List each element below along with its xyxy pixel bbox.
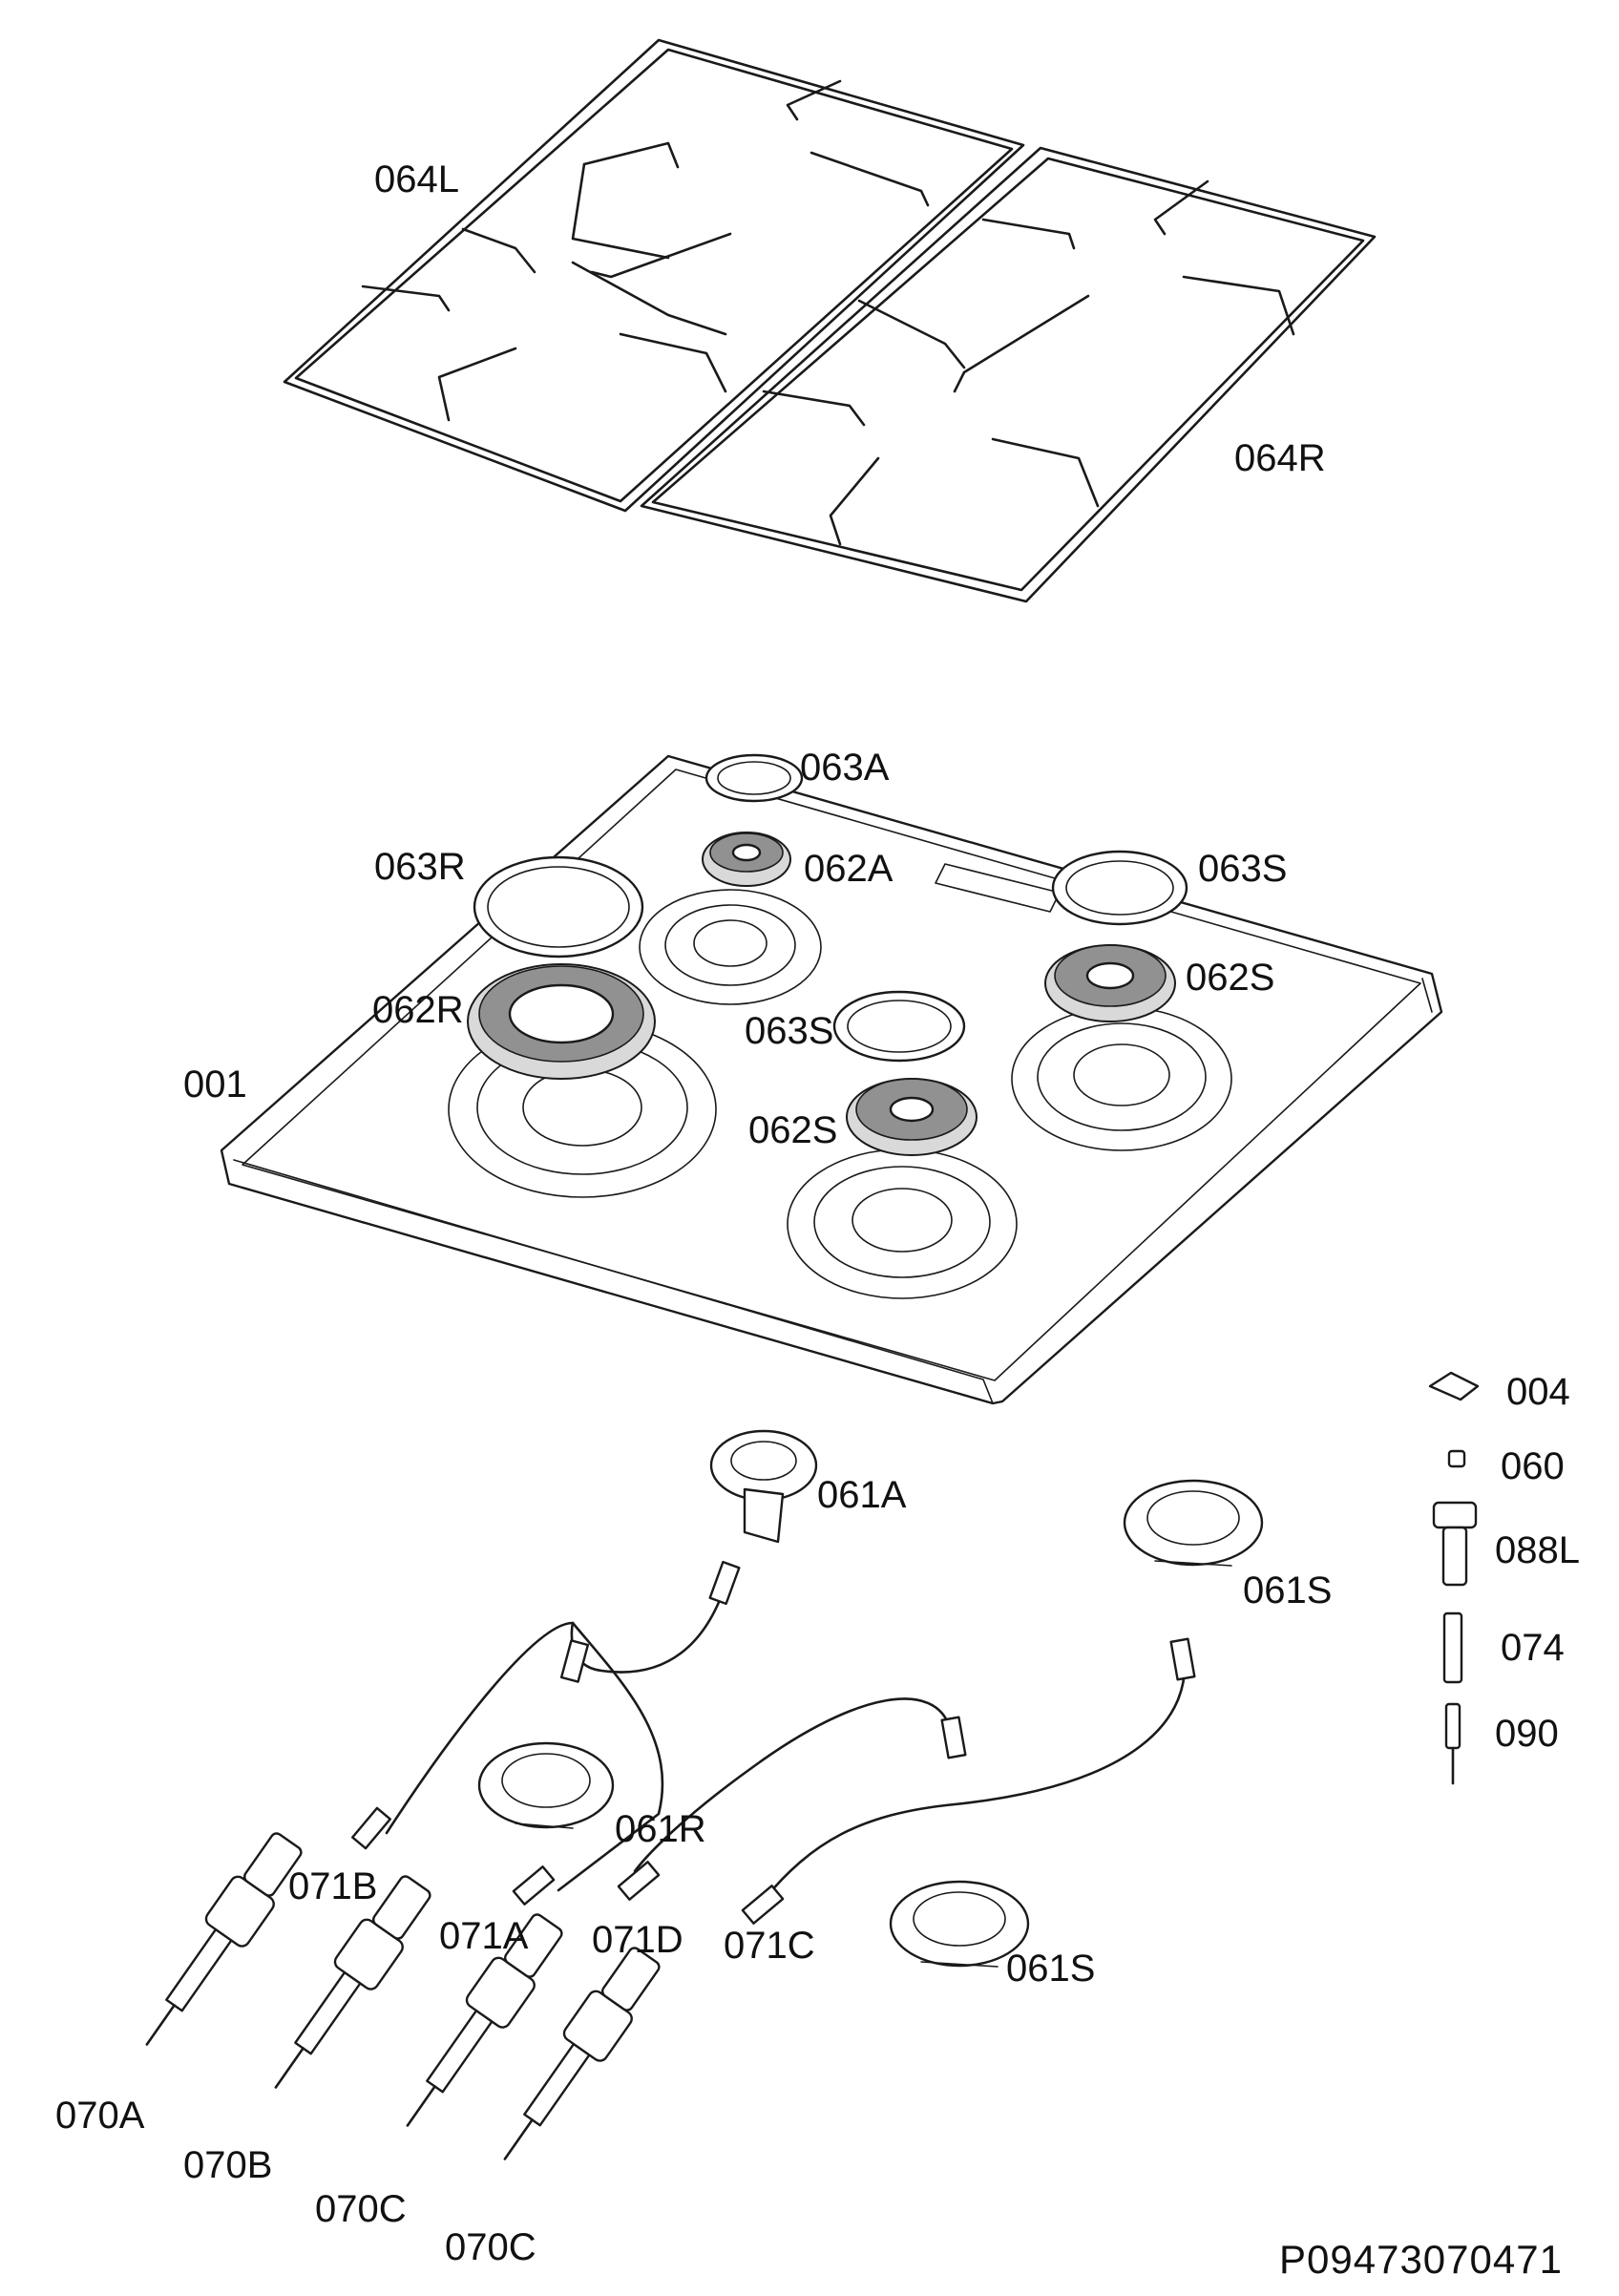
label-061A: 061A bbox=[817, 1474, 907, 1516]
label-074: 074 bbox=[1501, 1627, 1565, 1669]
label-071A: 071A bbox=[439, 1915, 529, 1957]
burner-bases bbox=[477, 1429, 1264, 1968]
label-063A: 063A bbox=[800, 747, 890, 789]
label-088L: 088L bbox=[1495, 1529, 1580, 1571]
pan-support-right bbox=[640, 146, 1377, 603]
label-062S-right: 062S bbox=[1186, 957, 1275, 999]
label-064R: 064R bbox=[1234, 437, 1326, 479]
label-070B: 070B bbox=[183, 2144, 273, 2186]
label-061S-right: 061S bbox=[1243, 1569, 1333, 1611]
label-090: 090 bbox=[1495, 1713, 1559, 1755]
label-070C-1: 070C bbox=[315, 2188, 407, 2230]
label-063S-top: 063S bbox=[1198, 848, 1288, 890]
label-071D: 071D bbox=[592, 1919, 683, 1961]
small-parts bbox=[1428, 1371, 1480, 1785]
label-061S-bottom: 061S bbox=[1006, 1948, 1096, 1990]
pan-support-left bbox=[283, 38, 1025, 513]
label-070C-2: 070C bbox=[445, 2226, 536, 2268]
label-062A: 062A bbox=[804, 848, 894, 890]
label-063S-mid: 063S bbox=[745, 1010, 834, 1052]
reference-code: P09473070471 bbox=[1279, 2237, 1563, 2282]
label-071C: 071C bbox=[724, 1925, 815, 1967]
label-061R: 061R bbox=[615, 1808, 706, 1850]
burner-caps bbox=[473, 753, 1188, 1063]
label-060: 060 bbox=[1501, 1445, 1565, 1487]
label-004: 004 bbox=[1506, 1371, 1570, 1413]
burner-crowns bbox=[467, 832, 1176, 1156]
label-001: 001 bbox=[183, 1064, 247, 1106]
label-071B: 071B bbox=[288, 1865, 378, 1907]
gas-taps bbox=[145, 1832, 661, 2160]
label-062R: 062R bbox=[372, 989, 464, 1031]
label-063R: 063R bbox=[374, 846, 466, 888]
gas-pipes bbox=[351, 1560, 1196, 1925]
label-064L: 064L bbox=[374, 158, 459, 200]
label-062S-mid: 062S bbox=[748, 1109, 838, 1151]
label-070A: 070A bbox=[55, 2095, 145, 2137]
